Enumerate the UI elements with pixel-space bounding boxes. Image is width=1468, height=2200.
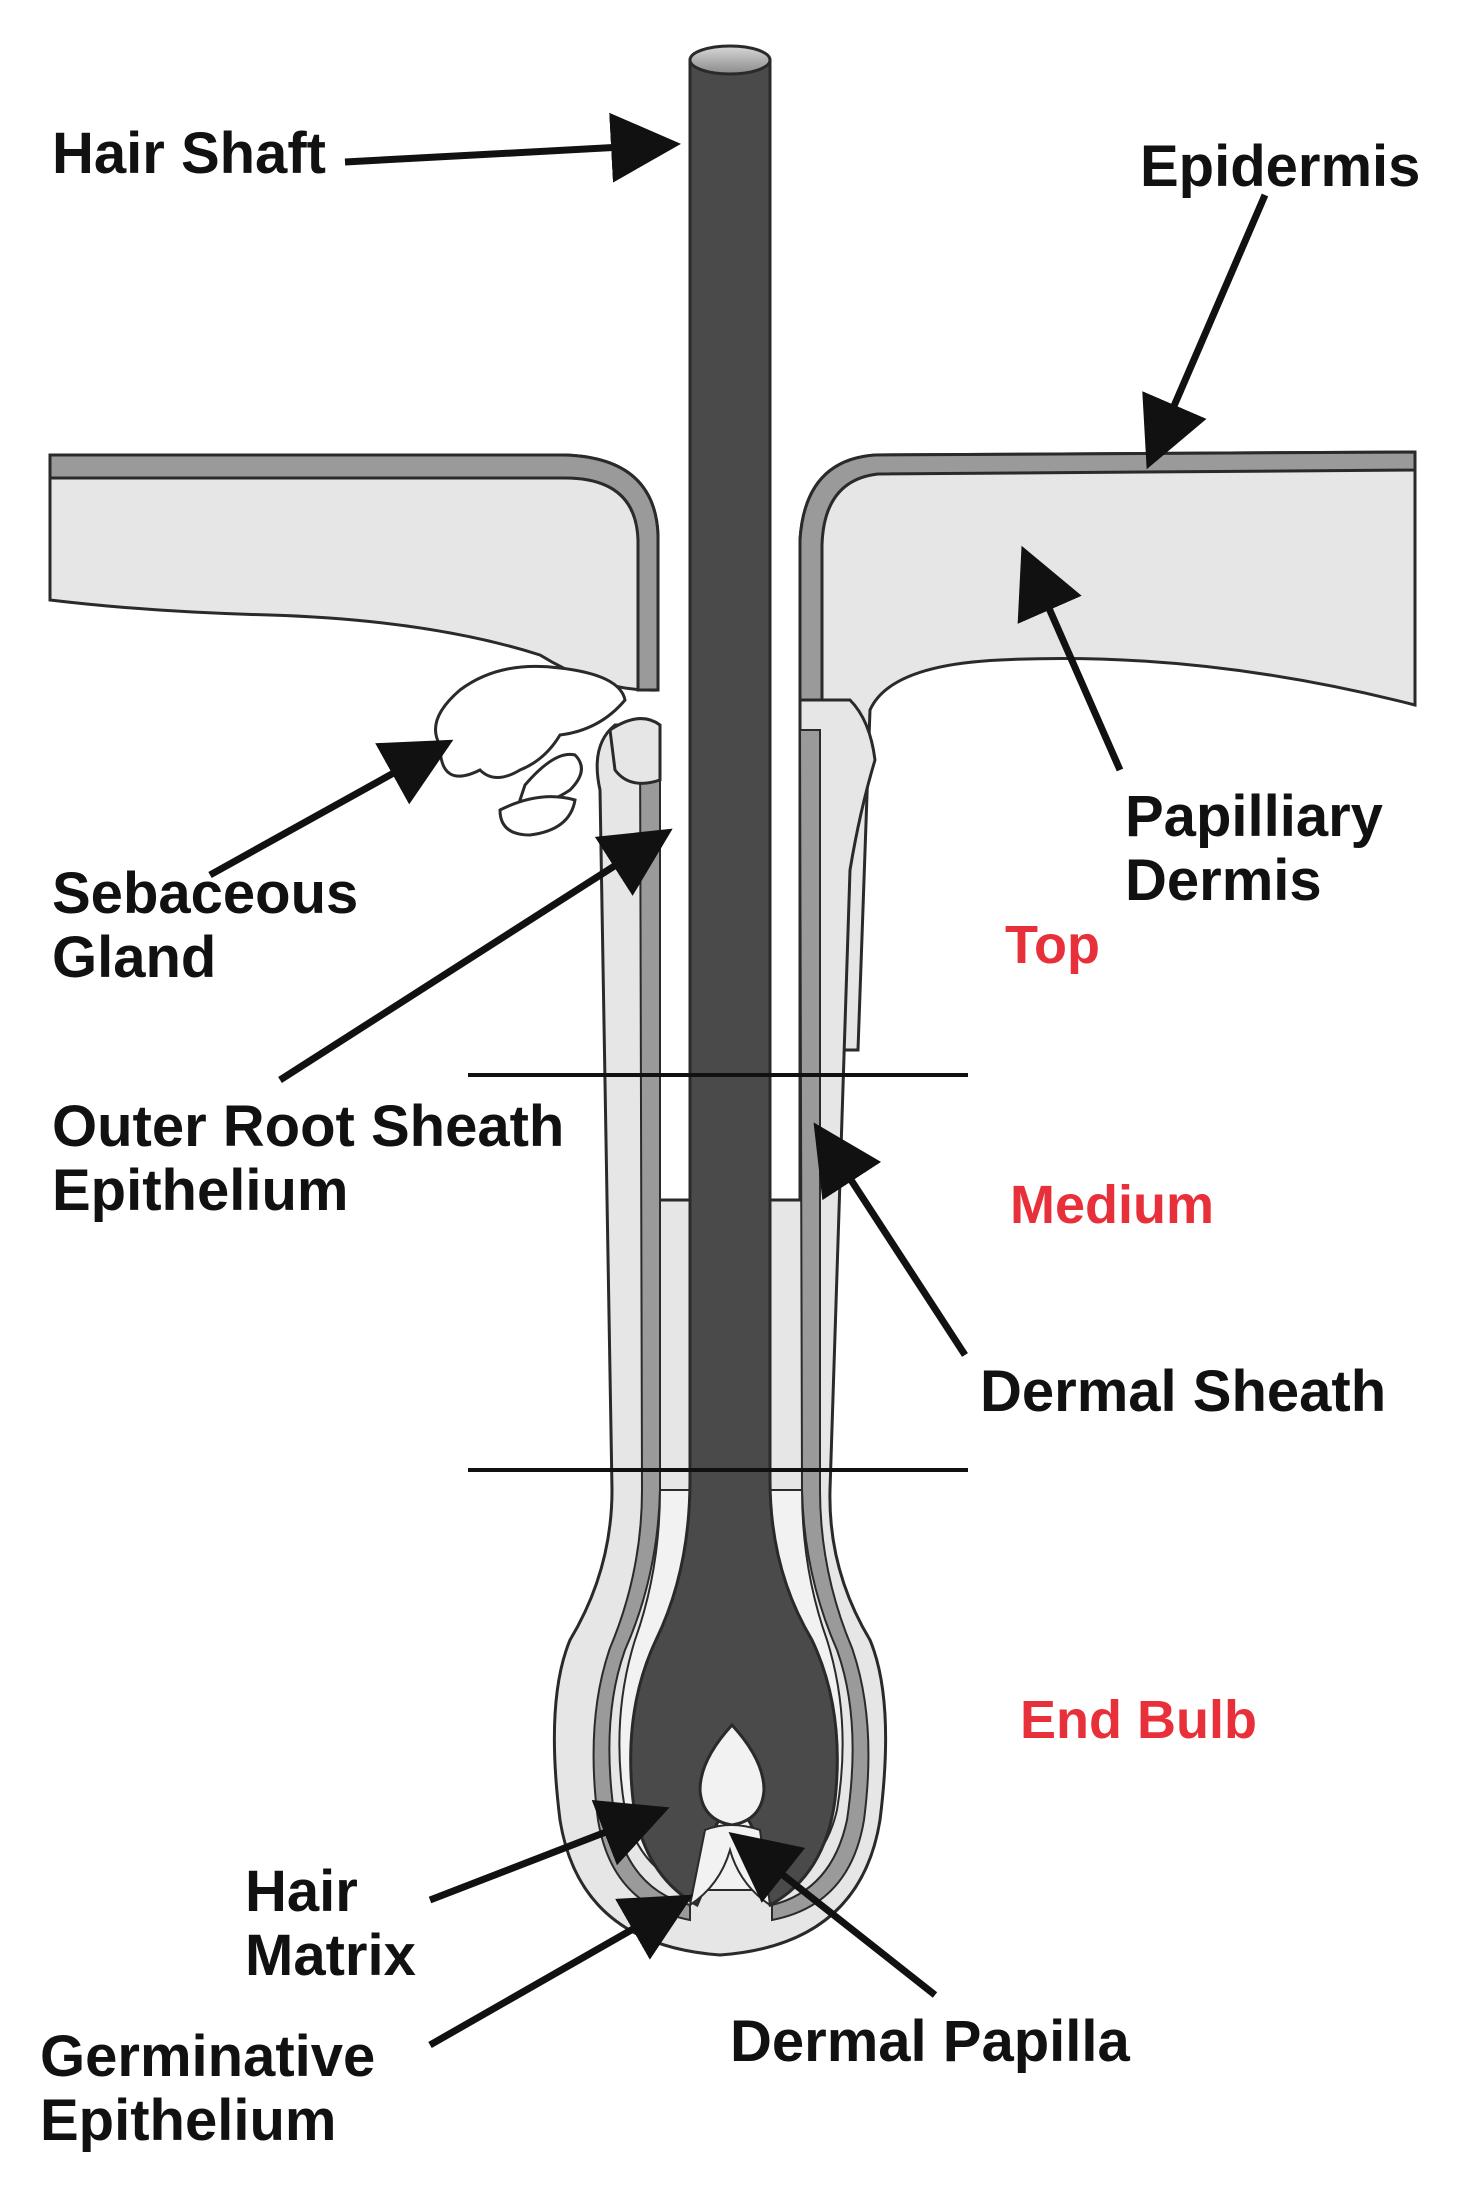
label-outer-root-sheath-line1: Outer Root Sheath (52, 1094, 565, 1159)
label-dermal-sheath: Dermal Sheath (980, 1359, 1387, 1424)
label-papillary-dermis-line1: Papilliary (1125, 784, 1383, 849)
label-hair-matrix-line1: Hair (245, 1859, 358, 1924)
skin-right (798, 450, 1417, 1052)
label-papillary-dermis-line2: Dermis (1125, 848, 1322, 913)
arrow-dermal-sheath (813, 1122, 968, 1357)
zone-label-medium: Medium (1010, 1175, 1215, 1235)
skin-left (48, 453, 660, 692)
label-epidermis: Epidermis (1140, 134, 1421, 199)
zone-label-top: Top (1005, 915, 1100, 975)
arrow-sebaceous-gland (208, 739, 454, 879)
label-outer-root-sheath: Outer Root Sheath Epithelium (52, 1095, 564, 1223)
label-dermal-papilla: Dermal Papilla (730, 2009, 1130, 2074)
label-hair-matrix: Hair Matrix (245, 1860, 416, 1988)
zone-label-end-bulb: End Bulb (1020, 1690, 1257, 1750)
label-germinative-line2: Epithelium (40, 2088, 337, 2153)
label-hair-shaft: Hair Shaft (52, 121, 326, 186)
sebaceous-gland (434, 664, 662, 837)
pointer-arrows (208, 112, 1269, 2049)
arrow-outer-root-sheath (278, 828, 673, 1083)
arrow-dermal-papilla (728, 1831, 938, 1998)
arrow-hair-matrix (428, 1800, 670, 1904)
arrow-epidermis (1142, 193, 1269, 470)
label-sebaceous-gland-line1: Sebaceous (52, 861, 359, 926)
arrow-hair-shaft (344, 112, 681, 183)
label-hair-matrix-line2: Matrix (245, 1923, 416, 1988)
label-sebaceous-gland-line2: Gland (52, 925, 217, 990)
label-germinative-line1: Germinative (40, 2024, 376, 2089)
arrow-papillary-dermis (1017, 545, 1124, 772)
arrow-germinative (428, 1894, 694, 2049)
label-germinative-epithelium: Germinative Epithelium (40, 2025, 375, 2153)
label-papillary-dermis: Papilliary Dermis (1125, 785, 1383, 913)
label-outer-root-sheath-line2: Epithelium (52, 1158, 349, 1223)
label-sebaceous-gland: Sebaceous Gland (52, 862, 358, 990)
